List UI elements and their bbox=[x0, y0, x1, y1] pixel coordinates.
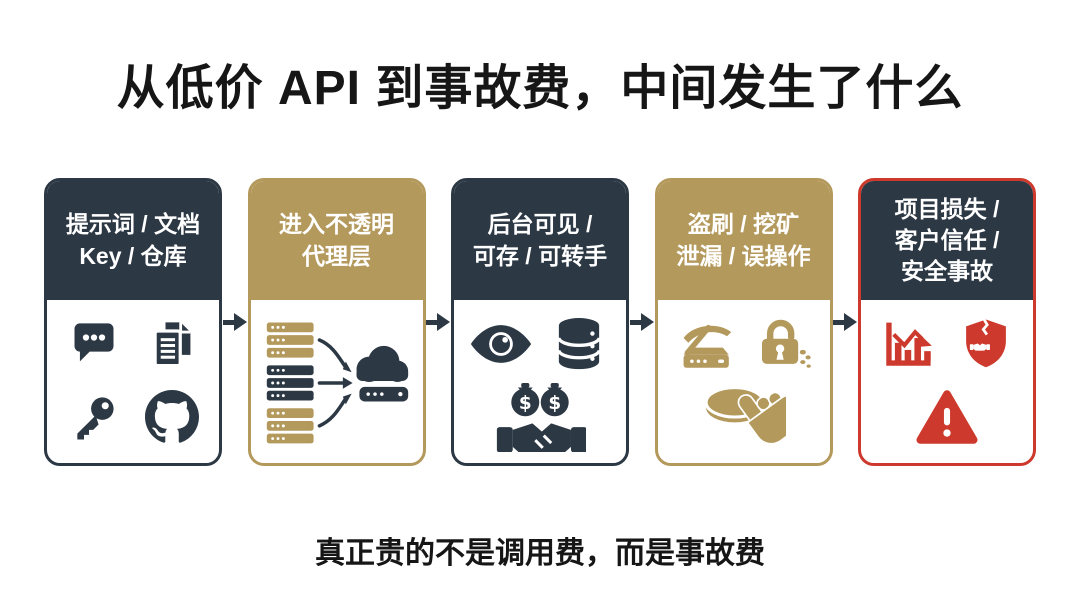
arrow-right-icon bbox=[629, 313, 654, 331]
card-title-line: 盗刷 / 挖矿 bbox=[687, 211, 800, 238]
footer-caption: 真正贵的不是调用费，而是事故费 bbox=[315, 537, 765, 570]
card-header-assets: 提示词 / 文档 Key / 仓库 bbox=[47, 181, 219, 300]
page-title: 从低价 API 到事故费，中间发生了什么 bbox=[116, 62, 964, 115]
card-body-proxy bbox=[251, 300, 423, 463]
card-title-line: 项目损失 / bbox=[894, 195, 1000, 222]
card-title-line: 可存 / 可转手 bbox=[472, 242, 608, 269]
svg-text:$: $ bbox=[548, 393, 561, 414]
card-title-line: Key / 仓库 bbox=[79, 242, 187, 269]
flow-card-damage: 项目损失 / 客户信任 / 安全事故 bbox=[858, 178, 1036, 466]
servers-to-cloud-icon bbox=[266, 322, 408, 443]
arrow-right-icon bbox=[222, 313, 247, 331]
card-body-damage bbox=[861, 300, 1033, 463]
flow-card-abuse: 盗刷 / 挖矿 泄漏 / 误操作 bbox=[654, 178, 833, 466]
broken-trust-shield-icon bbox=[966, 319, 1006, 368]
warning-triangle-icon bbox=[916, 390, 978, 444]
server-stack-gold-bottom bbox=[266, 407, 314, 443]
card-body-backend: $ $ bbox=[454, 300, 626, 463]
flow-connector bbox=[222, 178, 248, 466]
flow-card-proxy: 进入不透明 代理层 bbox=[247, 178, 426, 466]
flow-diagram: 提示词 / 文档 Key / 仓库 bbox=[44, 178, 1036, 466]
leaking-lock-icon bbox=[761, 320, 811, 369]
declining-chart-icon bbox=[886, 322, 932, 366]
card-title-line: 泄漏 / 误操作 bbox=[676, 242, 811, 269]
key-icon bbox=[77, 397, 114, 440]
mining-pickaxe-icon bbox=[683, 325, 731, 369]
github-icon bbox=[145, 389, 199, 443]
card-title-line: 后台可见 / bbox=[487, 211, 593, 238]
card-title-line: 客户信任 / bbox=[894, 226, 1000, 253]
flow-connector bbox=[426, 178, 452, 466]
flow-arrows bbox=[317, 337, 348, 428]
card-header-damage: 项目损失 / 客户信任 / 安全事故 bbox=[861, 181, 1033, 300]
card-body-assets bbox=[47, 300, 219, 463]
flow-connector bbox=[833, 178, 859, 466]
card-title-line: 代理层 bbox=[302, 242, 371, 269]
card-title-line: 提示词 / 文档 bbox=[65, 211, 201, 238]
flow-card-assets: 提示词 / 文档 Key / 仓库 bbox=[44, 178, 222, 466]
coin-tap-icon bbox=[704, 385, 786, 445]
card-title-line: 进入不透明 bbox=[279, 211, 394, 238]
card-header-proxy: 进入不透明 代理层 bbox=[250, 181, 423, 300]
cloud-server bbox=[356, 345, 408, 401]
server-stack-gold-top bbox=[266, 322, 314, 358]
arrow-right-icon bbox=[833, 313, 858, 331]
card-header-backend: 后台可见 / 可存 / 可转手 bbox=[454, 181, 626, 300]
svg-text:$: $ bbox=[519, 393, 532, 414]
flow-connector bbox=[629, 178, 655, 466]
documents-icon bbox=[153, 322, 191, 368]
chat-bubble-icon bbox=[74, 323, 114, 362]
flow-card-backend: 后台可见 / 可存 / 可转手 bbox=[451, 178, 629, 466]
arrow-right-icon bbox=[426, 313, 451, 331]
card-title-line: 安全事故 bbox=[901, 258, 993, 285]
card-body-abuse bbox=[658, 300, 830, 463]
eye-icon bbox=[470, 325, 532, 364]
database-icon bbox=[557, 318, 601, 370]
money-handshake-icon: $ $ bbox=[494, 382, 586, 452]
card-header-abuse: 盗刷 / 挖矿 泄漏 / 误操作 bbox=[657, 181, 830, 300]
server-stack-dark-middle bbox=[266, 364, 314, 400]
